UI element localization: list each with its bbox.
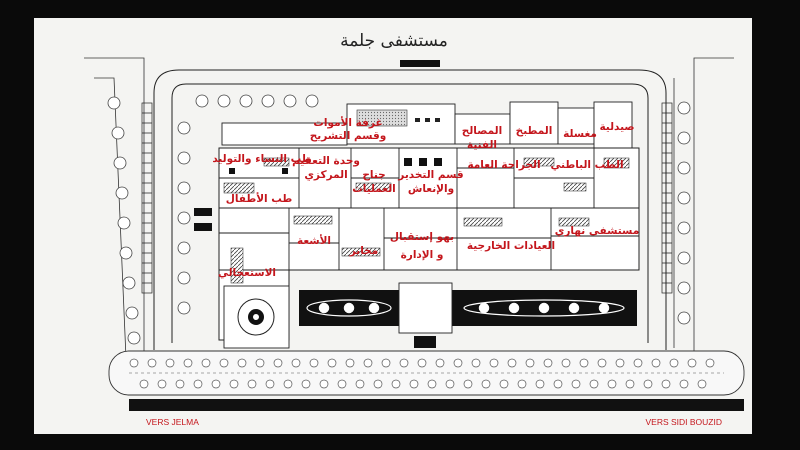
label-anesthesia-line1: قسم التخدير xyxy=(397,169,464,181)
parking-right xyxy=(661,102,673,294)
label-day-hospital: مستشفى نهاري xyxy=(555,225,639,237)
label-sterilization-line2: المركزي xyxy=(304,169,347,181)
hospital-site-plan: مستشفى جلمة xyxy=(84,31,745,427)
front-road xyxy=(108,350,745,396)
label-radiology: الأشعة xyxy=(297,234,331,247)
operating-room-fixtures xyxy=(194,158,442,231)
highway-strip xyxy=(129,399,744,411)
label-pediatrics: طب الأطفال xyxy=(226,192,293,205)
label-anesthesia-line2: والإنعاش xyxy=(408,183,454,195)
label-outpatient: العيادات الخارجية xyxy=(467,240,555,252)
trees xyxy=(107,94,691,345)
interior-walls xyxy=(219,148,639,270)
label-kitchen: المطبخ xyxy=(516,125,553,137)
label-morgue-line2: وقسم التشريح xyxy=(310,130,387,142)
label-operating-wing-line2: العمليات xyxy=(352,183,396,195)
front-courtyard xyxy=(299,282,637,348)
road-label-left: VERS JELMA xyxy=(146,417,199,427)
technical-yard-fixtures xyxy=(415,118,440,122)
label-technical-services-line2: الفنية xyxy=(467,139,497,151)
emergency-roundabout xyxy=(223,285,290,349)
label-laundry: مغسلة xyxy=(563,128,597,140)
label-reception-line2: و الإدارة xyxy=(401,249,444,261)
label-general-surgery: الجراحة العامة xyxy=(467,159,540,171)
plan-title: مستشفى جلمة xyxy=(340,31,448,51)
label-laboratories: مخابر xyxy=(349,245,379,257)
label-gynecology: طب النساء والتوليد xyxy=(212,153,311,165)
label-pharmacy: صيدلية xyxy=(599,121,634,133)
perimeter-road xyxy=(153,69,667,350)
label-emergency: الاستعجالي xyxy=(218,267,276,279)
label-operating-wing-line1: جناح xyxy=(362,169,385,181)
plan-slide: مستشفى جلمة xyxy=(34,18,752,434)
label-internal-medicine: الطب الباطني xyxy=(550,159,623,171)
road-label-right: VERS SIDI BOUZID xyxy=(645,417,722,427)
label-reception-line1: بهو إستقبال xyxy=(390,231,454,243)
label-technical-services-line1: المصالح xyxy=(462,125,502,137)
label-morgue-line1: غرفة الأموات xyxy=(313,116,382,129)
technical-yard xyxy=(356,109,408,127)
service-block xyxy=(221,101,633,151)
north-gate xyxy=(400,60,440,67)
label-sterilization-line1: وحدة التعقيم xyxy=(292,155,360,167)
wall-hatching xyxy=(223,157,630,284)
parking-left xyxy=(141,102,153,294)
